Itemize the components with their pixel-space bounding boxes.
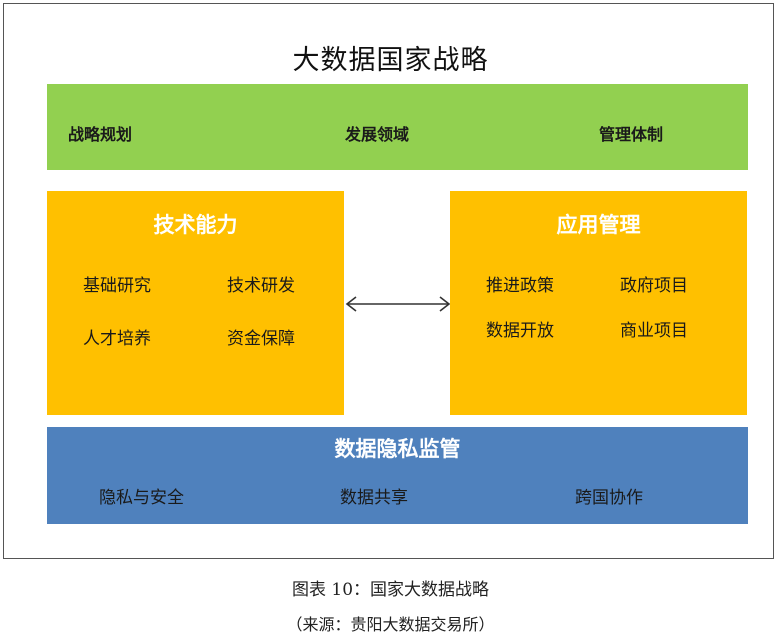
privacy-item-cross-border: 跨国协作 — [575, 488, 643, 508]
application-management-title: 应用管理 — [556, 213, 641, 237]
application-management-box: 应用管理 推进政策 政府项目 数据开放 商业项目 — [450, 191, 747, 415]
diagram-title: 大数据国家战略 — [292, 45, 489, 76]
privacy-item-data-sharing: 数据共享 — [340, 488, 408, 508]
tech-item-talent-training: 人才培养 — [83, 329, 151, 349]
app-item-commercial-projects: 商业项目 — [620, 321, 688, 341]
tech-item-basic-research: 基础研究 — [83, 276, 151, 296]
tech-item-funding: 资金保障 — [227, 329, 295, 349]
band-item-development-fields: 发展领域 — [345, 125, 410, 144]
figure-caption: 图表 10：国家大数据战略 — [291, 580, 490, 600]
strategy-band: 战略规划 发展领域 管理体制 — [47, 84, 748, 170]
technical-capability-title: 技术能力 — [153, 213, 238, 237]
app-item-policy: 推进政策 — [486, 276, 554, 296]
privacy-item-security: 隐私与安全 — [99, 488, 184, 508]
bidirectional-arrow-icon — [345, 296, 451, 312]
app-item-open-data: 数据开放 — [486, 321, 554, 341]
app-item-government-projects: 政府项目 — [620, 276, 688, 296]
tech-item-tech-development: 技术研发 — [227, 276, 295, 296]
privacy-supervision-title: 数据隐私监管 — [334, 437, 461, 461]
technical-capability-box: 技术能力 基础研究 技术研发 人才培养 资金保障 — [47, 191, 344, 415]
band-item-strategy-planning: 战略规划 — [68, 125, 133, 144]
band-item-management-system: 管理体制 — [599, 125, 664, 144]
privacy-supervision-band: 数据隐私监管 隐私与安全 数据共享 跨国协作 — [47, 427, 748, 524]
figure-source: （来源：贵阳大数据交易所） — [286, 615, 495, 634]
